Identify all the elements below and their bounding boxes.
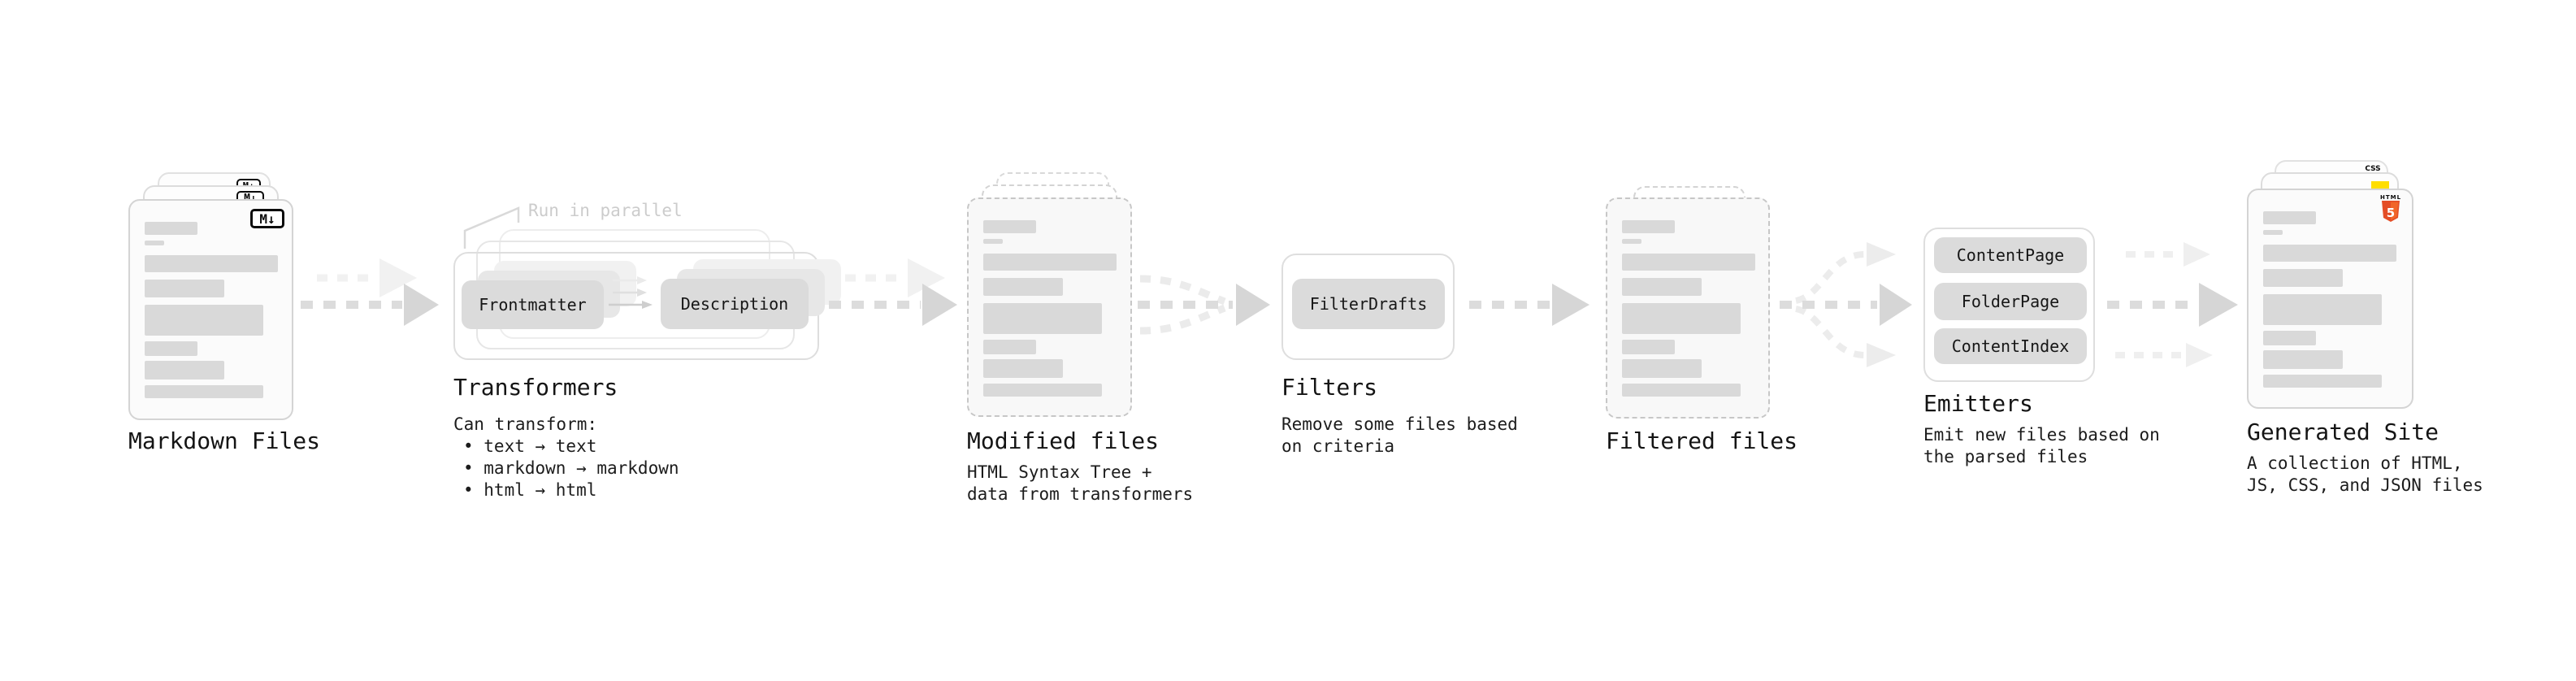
stage-label-filters: Filters xyxy=(1281,374,1378,401)
doc-line xyxy=(2263,269,2343,287)
doc-line xyxy=(145,385,263,398)
pill-arrows-icon xyxy=(609,276,653,309)
html5-logo-icon: HTML 5 xyxy=(2380,194,2400,226)
doc-line xyxy=(1622,340,1675,354)
note-line: Can transform: xyxy=(453,414,598,434)
stage-label-emitters: Emitters xyxy=(1923,390,2033,417)
run-in-parallel-annotation: Run in parallel xyxy=(528,201,683,220)
triple-arrow-icon xyxy=(2107,242,2238,367)
frontmatter-pill: Frontmatter xyxy=(462,280,604,329)
filterdrafts-pill: FilterDrafts xyxy=(1292,279,1445,329)
branch-arrow-icon xyxy=(1780,242,1912,367)
emitters-notes: Emit new files based on the parsed files xyxy=(1923,424,2160,468)
doc-line xyxy=(1622,278,1702,296)
js-badge-icon xyxy=(2371,181,2389,190)
doc-line xyxy=(145,255,278,272)
note-line: Emit new files based on xyxy=(1923,425,2160,445)
doc-line xyxy=(2263,211,2316,224)
note-line: data from transformers xyxy=(967,484,1194,504)
doc-line xyxy=(1622,220,1675,233)
doc-line xyxy=(145,361,224,380)
html5-shield-icon: 5 xyxy=(2381,201,2400,222)
doc-line xyxy=(145,280,224,297)
note-line: • markdown → markdown xyxy=(463,458,679,478)
svg-text:5: 5 xyxy=(2386,206,2394,220)
stage-label-transformers: Transformers xyxy=(453,374,618,401)
doc-line xyxy=(983,278,1063,296)
doc-content-placeholder xyxy=(2249,190,2412,388)
doc-line xyxy=(2263,245,2396,262)
modified-file-card xyxy=(967,197,1132,417)
doc-line xyxy=(1622,303,1741,334)
markdown-file-card: M↓ xyxy=(128,199,293,420)
filtered-file-card xyxy=(1606,197,1770,419)
flow-arrow-icon xyxy=(829,258,957,326)
doc-line xyxy=(1622,384,1741,397)
modified-files-notes: HTML Syntax Tree + data from transformer… xyxy=(967,462,1193,505)
contentindex-pill: ContentIndex xyxy=(1934,328,2087,364)
html5-logo-label: HTML xyxy=(2380,194,2402,201)
note-line: on criteria xyxy=(1281,436,1395,456)
doc-line xyxy=(145,341,197,356)
merge-arrow-icon xyxy=(1138,275,1270,335)
note-line: • html → html xyxy=(463,480,597,500)
doc-line xyxy=(983,359,1063,378)
flow-arrow-icon xyxy=(1469,284,1589,326)
doc-line xyxy=(2263,331,2316,345)
transformers-notes: Can transform: • text → text • markdown … xyxy=(453,414,679,501)
note-line: • text → text xyxy=(463,436,597,456)
description-pill: Description xyxy=(661,279,809,329)
note-line: the parsed files xyxy=(1923,447,2088,466)
filters-notes: Remove some files based on criteria xyxy=(1281,414,1518,458)
markdown-icon: M↓ xyxy=(250,209,284,228)
note-line: JS, CSS, and JSON files xyxy=(2247,475,2483,495)
doc-line xyxy=(983,220,1036,233)
doc-line xyxy=(2263,294,2382,325)
note-line: Remove some files based xyxy=(1281,414,1518,434)
generated-site-notes: A collection of HTML, JS, CSS, and JSON … xyxy=(2247,453,2483,497)
stage-label-generated-site: Generated Site xyxy=(2247,419,2439,445)
doc-line xyxy=(1622,254,1755,271)
note-line: HTML Syntax Tree + xyxy=(967,462,1152,482)
contentpage-pill: ContentPage xyxy=(1934,237,2087,273)
doc-line xyxy=(983,254,1117,271)
doc-line xyxy=(2263,375,2382,388)
generated-html-card: HTML 5 xyxy=(2247,189,2413,409)
doc-content-placeholder xyxy=(130,201,292,398)
note-line: A collection of HTML, xyxy=(2247,453,2463,473)
doc-line xyxy=(983,384,1102,397)
flow-arrow-icon xyxy=(301,258,439,326)
doc-line xyxy=(983,303,1102,334)
doc-line xyxy=(2263,350,2343,369)
doc-line xyxy=(145,305,263,336)
folderpage-pill: FolderPage xyxy=(1934,283,2087,320)
doc-line xyxy=(983,239,1003,244)
stage-label-modified-files: Modified files xyxy=(967,427,1160,454)
doc-line xyxy=(145,222,197,235)
doc-line xyxy=(1622,239,1641,244)
doc-line xyxy=(145,241,164,245)
doc-line xyxy=(1622,359,1702,378)
css-badge-label: CSS xyxy=(2365,165,2381,173)
annotation-connector-line xyxy=(463,206,520,249)
doc-content-placeholder xyxy=(1607,199,1768,397)
stage-label-filtered-files: Filtered files xyxy=(1606,427,1798,454)
doc-content-placeholder xyxy=(969,199,1130,397)
doc-line xyxy=(983,340,1036,354)
stage-label-markdown-files: Markdown Files xyxy=(128,427,321,454)
doc-line xyxy=(2263,230,2283,235)
